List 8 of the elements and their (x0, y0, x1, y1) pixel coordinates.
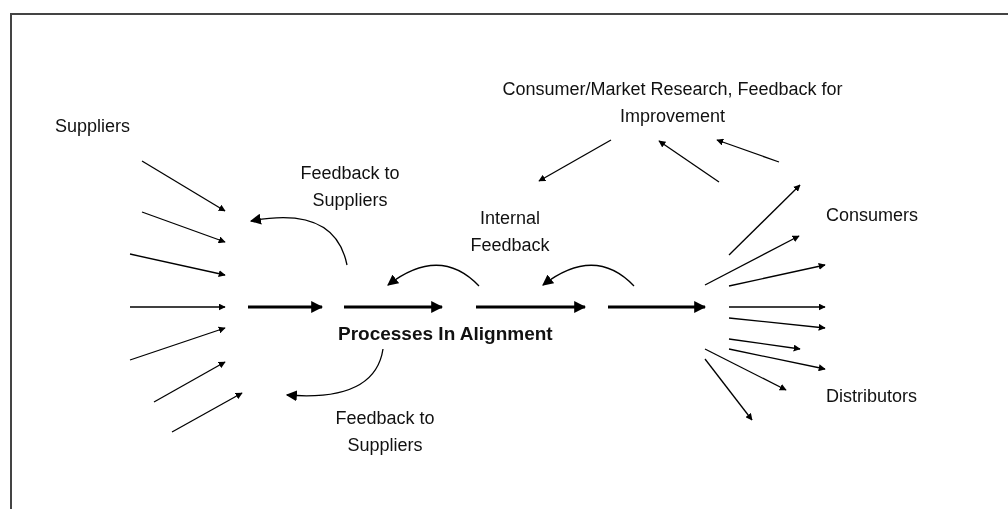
heading: Processes In Alignment (338, 322, 553, 346)
group-label: Consumers (826, 204, 919, 227)
feedback-label: Feedback to Suppliers (299, 162, 401, 212)
group-label: Distributors (826, 385, 918, 408)
research-label: Consumer/Market Research, Feedback for Improvement (501, 78, 844, 128)
group-label: Suppliers (55, 115, 131, 138)
feedback-label: Feedback to Suppliers (334, 407, 436, 457)
feedback-label: Internal Feedback (469, 207, 551, 257)
